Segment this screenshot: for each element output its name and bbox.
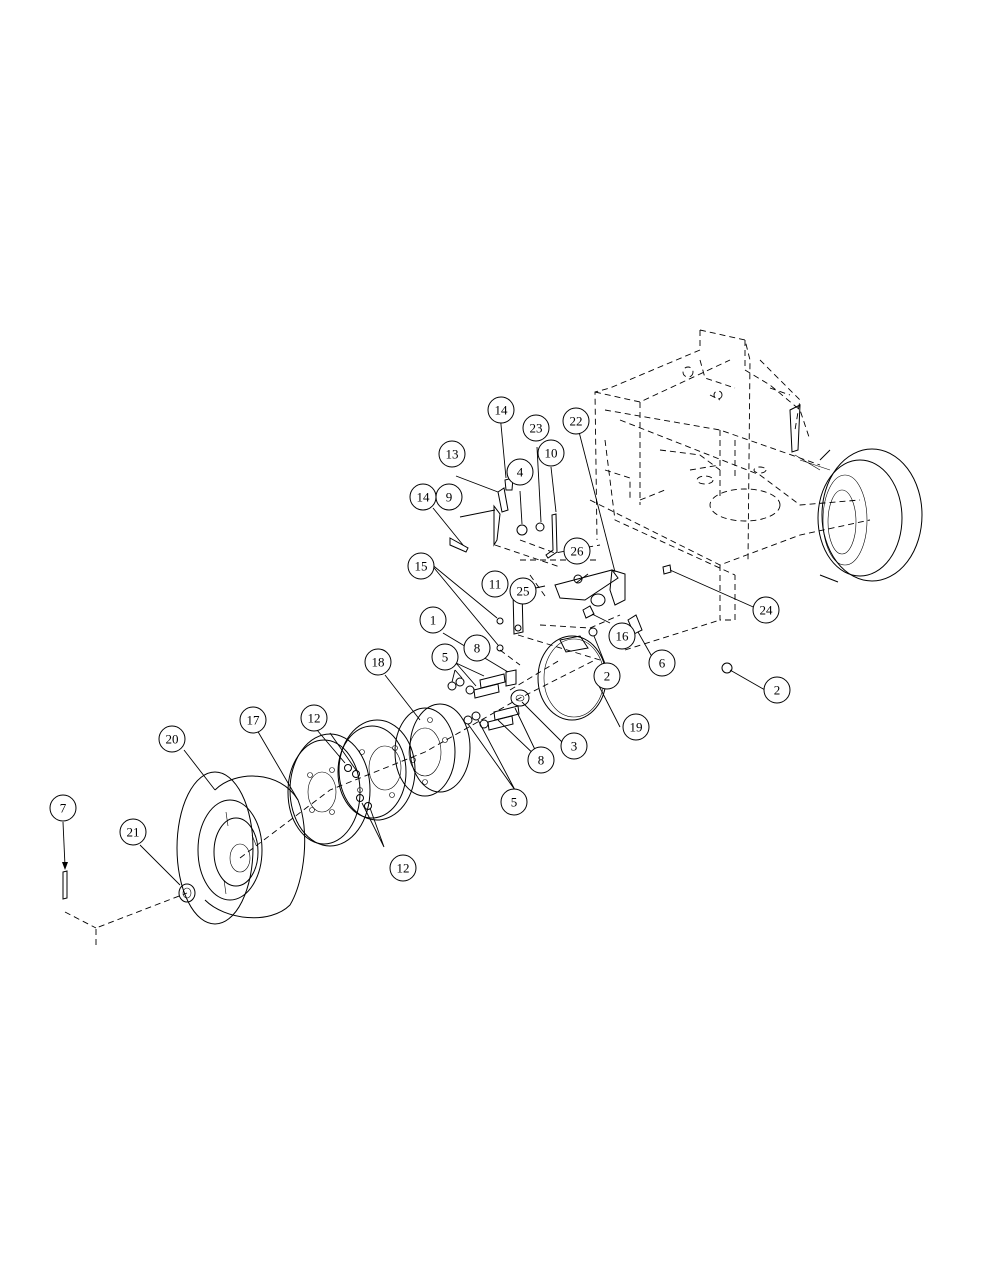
svg-text:9: 9 bbox=[446, 490, 453, 505]
callout-21: 21 bbox=[119, 818, 147, 846]
svg-text:10: 10 bbox=[545, 446, 558, 461]
svg-text:12: 12 bbox=[308, 711, 321, 726]
callout-13: 13 bbox=[438, 440, 466, 468]
callout-26: 26 bbox=[563, 537, 591, 565]
svg-text:14: 14 bbox=[417, 490, 431, 505]
callout-11: 11 bbox=[481, 570, 509, 598]
svg-text:13: 13 bbox=[446, 447, 459, 462]
callout-20: 20 bbox=[158, 725, 186, 753]
svg-text:6: 6 bbox=[659, 656, 666, 671]
brake-linkage bbox=[449, 477, 733, 691]
front-tire bbox=[176, 771, 306, 925]
callout-17: 17 bbox=[239, 706, 267, 734]
callout-2-right: 2 bbox=[763, 676, 791, 704]
callout-5-top: 5 bbox=[431, 643, 459, 671]
svg-text:23: 23 bbox=[530, 421, 543, 436]
callout-10: 10 bbox=[537, 439, 565, 467]
brake-drum bbox=[337, 719, 416, 821]
svg-text:8: 8 bbox=[538, 753, 545, 768]
svg-text:12: 12 bbox=[397, 861, 410, 876]
callout-8-top: 8 bbox=[463, 634, 491, 662]
svg-text:17: 17 bbox=[247, 713, 261, 728]
svg-text:7: 7 bbox=[60, 801, 67, 816]
svg-text:26: 26 bbox=[571, 544, 585, 559]
callout-8-bottom: 8 bbox=[527, 746, 555, 774]
svg-text:21: 21 bbox=[127, 825, 140, 840]
svg-text:3: 3 bbox=[571, 739, 578, 754]
svg-text:5: 5 bbox=[511, 795, 518, 810]
svg-text:24: 24 bbox=[760, 603, 774, 618]
callout-15: 15 bbox=[407, 552, 435, 580]
hub-hardware bbox=[447, 673, 520, 731]
assembly-centerline bbox=[64, 619, 721, 945]
cotter-pin bbox=[62, 870, 68, 900]
callout-23: 23 bbox=[522, 414, 550, 442]
svg-text:16: 16 bbox=[616, 629, 630, 644]
callout-6: 6 bbox=[648, 649, 676, 677]
svg-text:25: 25 bbox=[517, 584, 530, 599]
callout-22: 22 bbox=[562, 407, 590, 435]
right-axle-linkage bbox=[789, 404, 831, 471]
callout-18: 18 bbox=[364, 648, 392, 676]
callout-1: 1 bbox=[419, 606, 447, 634]
callout-16: 16 bbox=[608, 622, 636, 650]
callout-5-bottom: 5 bbox=[500, 788, 528, 816]
leader-lines bbox=[62, 413, 766, 886]
callout-9: 9 bbox=[435, 483, 463, 511]
callout-14-top: 14 bbox=[487, 396, 515, 424]
callout-24: 24 bbox=[752, 596, 780, 624]
callout-12-bottom: 12 bbox=[389, 854, 417, 882]
svg-text:2: 2 bbox=[774, 683, 781, 698]
svg-text:20: 20 bbox=[166, 732, 179, 747]
callout-19: 19 bbox=[622, 713, 650, 741]
callout-25: 25 bbox=[509, 577, 537, 605]
lug-nuts bbox=[344, 764, 372, 810]
svg-text:11: 11 bbox=[489, 577, 502, 592]
svg-text:2: 2 bbox=[604, 669, 611, 684]
callout-7: 7 bbox=[49, 794, 77, 822]
svg-text:8: 8 bbox=[474, 641, 481, 656]
svg-text:19: 19 bbox=[630, 720, 643, 735]
svg-text:1: 1 bbox=[430, 613, 437, 628]
callout-3: 3 bbox=[560, 732, 588, 760]
callout-4: 4 bbox=[506, 458, 534, 486]
callout-14-left: 14 bbox=[409, 483, 437, 511]
right-rear-tire bbox=[817, 448, 923, 583]
axle-nut bbox=[178, 883, 196, 903]
callout-12-top: 12 bbox=[300, 704, 328, 732]
callout-2-center: 2 bbox=[593, 662, 621, 690]
wheel-hub bbox=[394, 703, 471, 797]
svg-text:18: 18 bbox=[372, 655, 385, 670]
callout-bubbles: 7 21 20 17 12 12 18 5 8 5 8 1 15 11 25 2… bbox=[49, 396, 791, 882]
svg-text:15: 15 bbox=[415, 559, 428, 574]
svg-text:14: 14 bbox=[495, 403, 509, 418]
svg-text:22: 22 bbox=[570, 414, 583, 429]
washer bbox=[510, 689, 530, 707]
frame-assembly bbox=[589, 329, 871, 621]
svg-text:5: 5 bbox=[442, 650, 449, 665]
svg-text:4: 4 bbox=[517, 465, 524, 480]
